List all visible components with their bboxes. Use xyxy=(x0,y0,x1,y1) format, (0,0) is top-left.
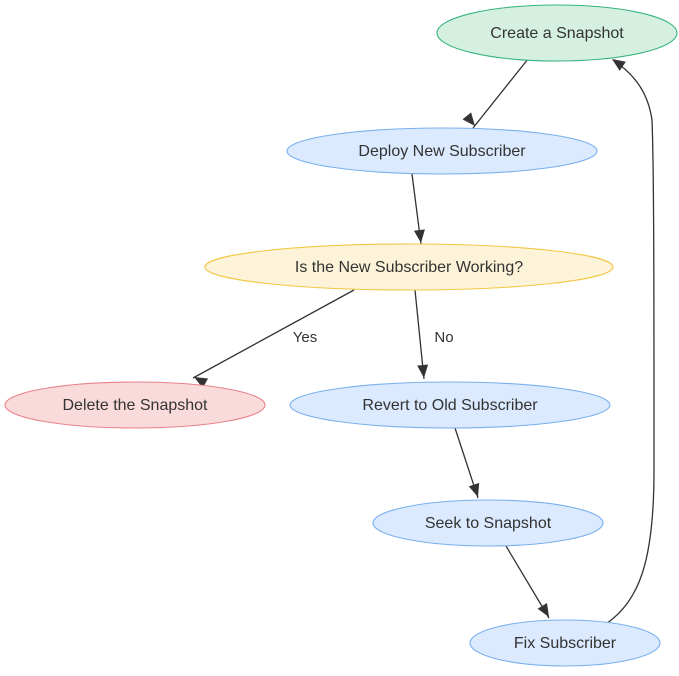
arrow-head-icon xyxy=(468,482,480,497)
edge-fix-to-create xyxy=(605,59,655,625)
edge-label-decision-no-revert: No xyxy=(434,329,453,346)
node-seek-to-snapshot[interactable]: Seek to Snapshot xyxy=(372,499,604,547)
edge-create-to-deploy xyxy=(462,58,529,129)
edge-line xyxy=(414,289,425,380)
edge-line xyxy=(605,59,655,625)
node-shape-create-snapshot[interactable] xyxy=(436,4,678,62)
edge-revert-to-seek xyxy=(454,427,480,499)
node-shape-delete-the-snapshot[interactable] xyxy=(4,381,266,429)
node-shape-deploy-new-subscriber[interactable] xyxy=(286,127,598,175)
node-label-is-new-subscriber-working: Is the New Subscriber Working? xyxy=(295,259,523,276)
node-fix-subscriber[interactable]: Fix Subscriber xyxy=(469,619,661,667)
edge-line xyxy=(472,58,529,129)
arrow-head-icon xyxy=(417,364,429,378)
node-shape-revert-to-old-subscriber[interactable] xyxy=(289,381,611,429)
node-revert-to-old-subscriber[interactable]: Revert to Old Subscriber xyxy=(289,381,611,429)
node-label-delete-the-snapshot: Delete the Snapshot xyxy=(63,397,209,414)
edges-layer xyxy=(192,58,655,625)
edge-decision-yes-delete xyxy=(192,289,355,389)
node-shape-is-new-subscriber-working[interactable] xyxy=(204,243,614,291)
node-shape-seek-to-snapshot[interactable] xyxy=(372,499,604,547)
node-delete-the-snapshot[interactable]: Delete the Snapshot xyxy=(4,381,266,429)
edge-line xyxy=(192,289,355,379)
arrow-head-icon xyxy=(413,229,425,243)
node-deploy-new-subscriber[interactable]: Deploy New Subscriber xyxy=(286,127,598,175)
edge-labels-layer: Yes No xyxy=(293,329,454,346)
node-create-snapshot[interactable]: Create a Snapshot xyxy=(436,4,678,62)
edge-label-decision-yes-delete: Yes xyxy=(293,329,317,346)
node-label-fix-subscriber: Fix Subscriber xyxy=(514,635,617,652)
edge-decision-no-revert xyxy=(414,289,429,380)
arrow-head-icon xyxy=(194,377,209,389)
edge-line xyxy=(505,545,550,619)
edge-seek-to-fix xyxy=(505,545,550,619)
node-label-create-snapshot: Create a Snapshot xyxy=(490,25,624,42)
arrow-head-icon xyxy=(462,112,475,126)
node-label-seek-to-snapshot: Seek to Snapshot xyxy=(425,515,552,532)
node-label-deploy-new-subscriber: Deploy New Subscriber xyxy=(358,143,526,160)
arrow-head-icon xyxy=(537,603,549,617)
edge-deploy-to-decision xyxy=(411,173,425,245)
node-label-revert-to-old-subscriber: Revert to Old Subscriber xyxy=(362,397,538,414)
node-shape-fix-subscriber[interactable] xyxy=(469,619,661,667)
node-is-new-subscriber-working[interactable]: Is the New Subscriber Working? xyxy=(204,243,614,291)
arrow-head-icon xyxy=(612,59,626,71)
